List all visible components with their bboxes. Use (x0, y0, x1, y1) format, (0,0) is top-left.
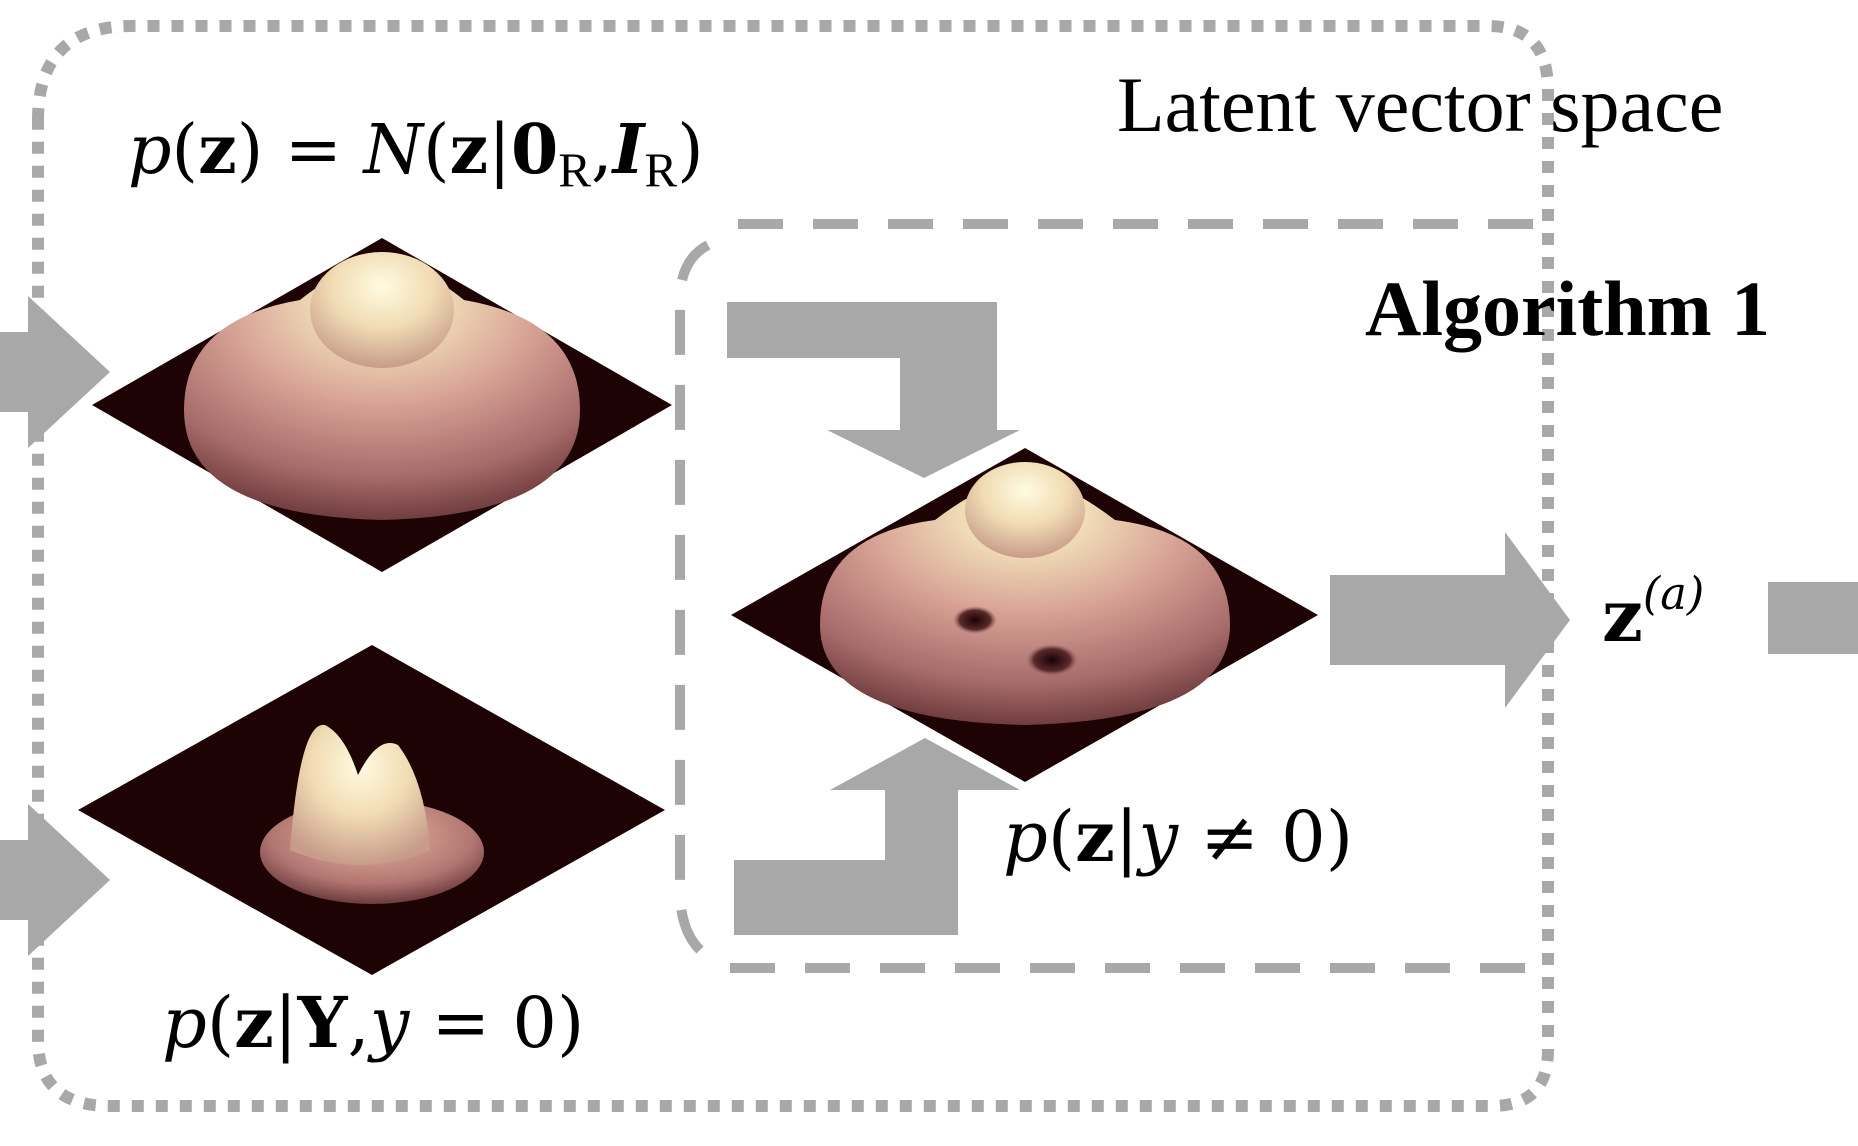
prior-surface (92, 238, 672, 572)
ca-open: ( (1047, 796, 1076, 878)
prior-p: p (128, 111, 172, 190)
cn-bar: | (273, 982, 298, 1064)
arrow-from-prior (727, 302, 1020, 478)
prior-z2: z (449, 110, 489, 190)
output-arrow (1330, 532, 1570, 708)
exit-arrow-stub (1768, 582, 1858, 654)
ca-z: z (1075, 795, 1115, 878)
conditional-normal-formula: p(z|Y,y = 0) (162, 988, 584, 1059)
prior-open2: ( (422, 111, 450, 190)
cn-p: p (162, 982, 207, 1064)
prior-formula: p(z) = N(z|0R,IR) (128, 116, 704, 196)
ca-rest: ≠ 0) (1178, 796, 1354, 878)
prior-z: z (198, 110, 237, 190)
algorithm-border (675, 219, 1552, 973)
input-arrow-top (0, 296, 110, 448)
ca-bar: | (1114, 796, 1139, 878)
prior-close-eq: ) = (236, 111, 364, 190)
cn-Y: Y (297, 981, 348, 1064)
prior-comma: , (591, 111, 613, 190)
output-sup: (a) (1642, 568, 1705, 620)
latent-space-border (32, 20, 1554, 1112)
cn-z: z (234, 981, 274, 1064)
prior-bar: | (488, 111, 512, 190)
prior-sub-r1: R (558, 142, 591, 198)
cn-y: y (369, 982, 410, 1064)
cn-comma: , (347, 982, 370, 1064)
latent-space-title: Latent vector space (1117, 61, 1724, 148)
conditional-normal-surface (78, 645, 665, 975)
arrow-from-conditional (734, 738, 1020, 935)
output-z: z (1602, 573, 1643, 659)
anomaly-surface (731, 448, 1318, 782)
ca-p: p (1003, 796, 1048, 878)
cn-open: ( (206, 982, 235, 1064)
normal-symbol: N (363, 111, 423, 190)
conditional-anomaly-formula: p(z|y ≠ 0) (1003, 802, 1353, 873)
prior-sub-r2: R (644, 142, 678, 198)
output-vector-label: z(a) (1602, 572, 1704, 652)
zero-vector: 0 (511, 110, 559, 190)
identity-matrix: I (612, 110, 645, 190)
ca-y: y (1138, 796, 1179, 878)
input-arrow-bottom (0, 804, 110, 956)
prior-close2: ) (677, 111, 704, 190)
algorithm-title: Algorithm 1 (1365, 265, 1771, 352)
cn-rest: = 0) (409, 982, 585, 1064)
prior-open: ( (171, 111, 199, 190)
